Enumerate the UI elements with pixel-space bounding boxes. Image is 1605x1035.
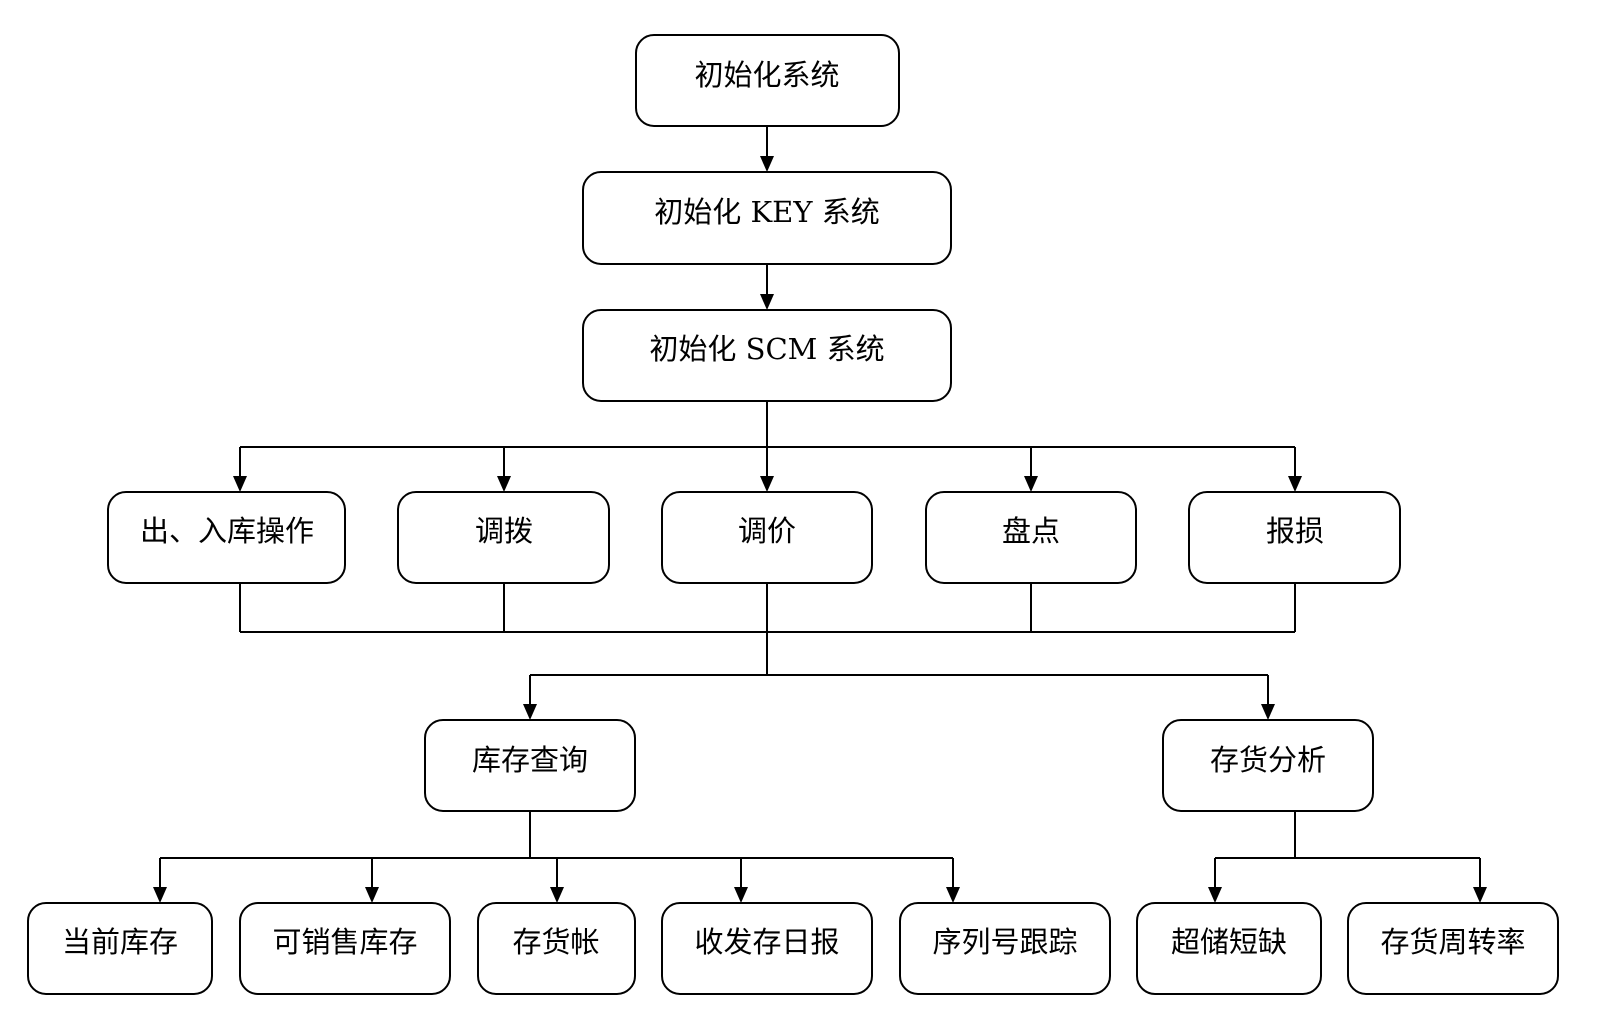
node-label: 初始化 SCM 系统 [649, 332, 884, 366]
node-label: 存货周转率 [1380, 925, 1525, 959]
node-sellable-stock: 可销售库存 [239, 902, 451, 995]
node-init-key-system: 初始化 KEY 系统 [582, 171, 952, 265]
node-label: 报损 [1266, 514, 1324, 548]
node-stock-query: 库存查询 [424, 719, 636, 812]
node-label: 可销售库存 [272, 925, 417, 959]
connectors [153, 126, 1487, 903]
node-serial-tracking: 序列号跟踪 [899, 902, 1111, 995]
node-inventory-analysis: 存货分析 [1162, 719, 1374, 812]
node-current-stock: 当前库存 [27, 902, 213, 995]
arrowhead [734, 887, 748, 903]
node-daily-report: 收发存日报 [661, 902, 873, 995]
arrowhead [1261, 704, 1275, 720]
node-turnover-rate: 存货周转率 [1347, 902, 1559, 995]
arrowhead [1208, 887, 1222, 903]
arrowhead [760, 294, 774, 310]
node-inventory-ledger: 存货帐 [477, 902, 636, 995]
node-label: 存货分析 [1210, 743, 1326, 777]
node-over-short: 超储短缺 [1136, 902, 1322, 995]
node-label: 当前库存 [62, 925, 178, 959]
node-label: 收发存日报 [694, 925, 839, 959]
node-label: 序列号跟踪 [932, 925, 1077, 959]
arrowhead [497, 476, 511, 492]
arrowhead [233, 476, 247, 492]
node-label: 调价 [738, 514, 796, 548]
arrowhead [550, 887, 564, 903]
node-init-system: 初始化系统 [635, 34, 900, 127]
arrowhead [760, 476, 774, 492]
node-label: 出、入库操作 [140, 514, 314, 548]
node-price-adjust: 调价 [661, 491, 873, 584]
arrowhead [523, 704, 537, 720]
node-label: 调拨 [475, 514, 533, 548]
node-init-scm-system: 初始化 SCM 系统 [582, 309, 952, 402]
node-label: 超储短缺 [1171, 925, 1287, 959]
node-label: 盘点 [1002, 514, 1060, 548]
arrowhead [153, 887, 167, 903]
arrowhead [760, 156, 774, 172]
arrowhead [1288, 476, 1302, 492]
node-in-out-stock: 出、入库操作 [107, 491, 346, 584]
arrowhead [946, 887, 960, 903]
node-label: 初始化系统 [694, 58, 839, 92]
node-stocktake: 盘点 [925, 491, 1137, 584]
node-transfer: 调拨 [397, 491, 610, 584]
arrowhead [1473, 887, 1487, 903]
arrowhead [365, 887, 379, 903]
node-write-off: 报损 [1188, 491, 1401, 584]
node-label: 库存查询 [472, 743, 588, 777]
arrowhead [1024, 476, 1038, 492]
node-label: 初始化 KEY 系统 [654, 195, 879, 229]
node-label: 存货帐 [512, 925, 599, 959]
